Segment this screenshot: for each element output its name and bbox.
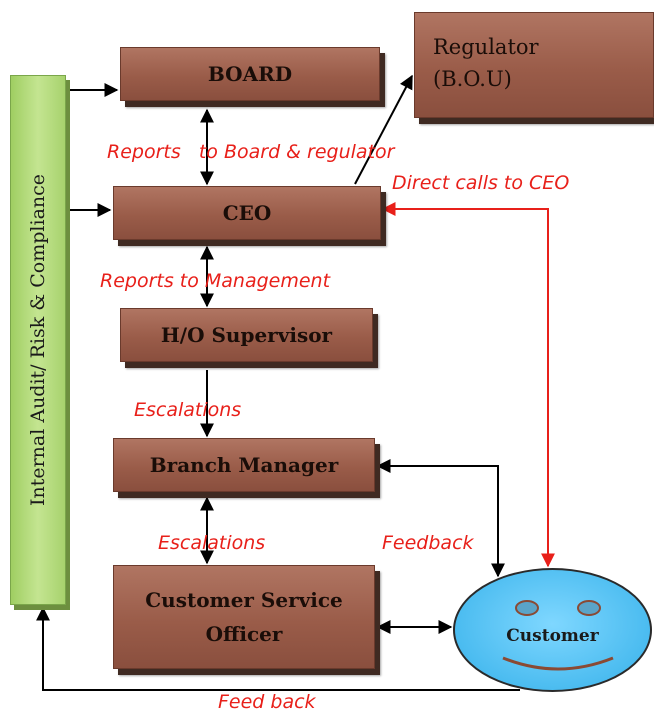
arrow-customer-to-audit — [36, 606, 520, 691]
label-escalations-upper: Escalations — [134, 399, 242, 421]
label-reports-to-management: Reports to Management — [100, 270, 331, 292]
smiley-face-icon — [502, 600, 614, 671]
regulator-node: Regulator (B.O.U) — [414, 12, 654, 118]
board-node: BOARD — [120, 47, 380, 101]
ceo-label: CEO — [222, 201, 272, 225]
branch-manager-label: Branch Manager — [149, 453, 339, 477]
customer-label: Customer — [506, 626, 599, 646]
ho-supervisor-node: H/O Supervisor — [120, 308, 373, 362]
customer-node — [453, 568, 652, 692]
label-direct-calls: Direct calls to CEO — [392, 172, 570, 194]
label-feedback: Feedback — [382, 532, 474, 554]
regulator-sublabel: (B.O.U) — [433, 67, 512, 91]
board-label: BOARD — [207, 62, 293, 86]
arrow-direct-calls — [381, 202, 555, 568]
label-escalations-lower: Escalations — [158, 532, 266, 554]
label-reports-to-board: Reports to Board & regulator — [107, 141, 395, 163]
label-feed-back: Feed back — [218, 691, 316, 713]
arrow-ceo-to-regulator — [354, 74, 413, 185]
customer-service-officer-node: Customer Service Officer — [113, 565, 375, 669]
ho-supervisor-label: H/O Supervisor — [160, 323, 333, 347]
internal-audit-label: Internal Audit/ Risk & Compliance — [27, 173, 49, 507]
arrow-bm-customer — [376, 459, 505, 578]
cso-label-line1: Customer Service — [145, 588, 343, 612]
regulator-label: Regulator — [433, 35, 539, 59]
branch-manager-node: Branch Manager — [113, 438, 375, 492]
cso-label-line2: Officer — [205, 622, 283, 646]
internal-audit-bar — [10, 75, 66, 605]
ceo-node: CEO — [113, 186, 381, 240]
